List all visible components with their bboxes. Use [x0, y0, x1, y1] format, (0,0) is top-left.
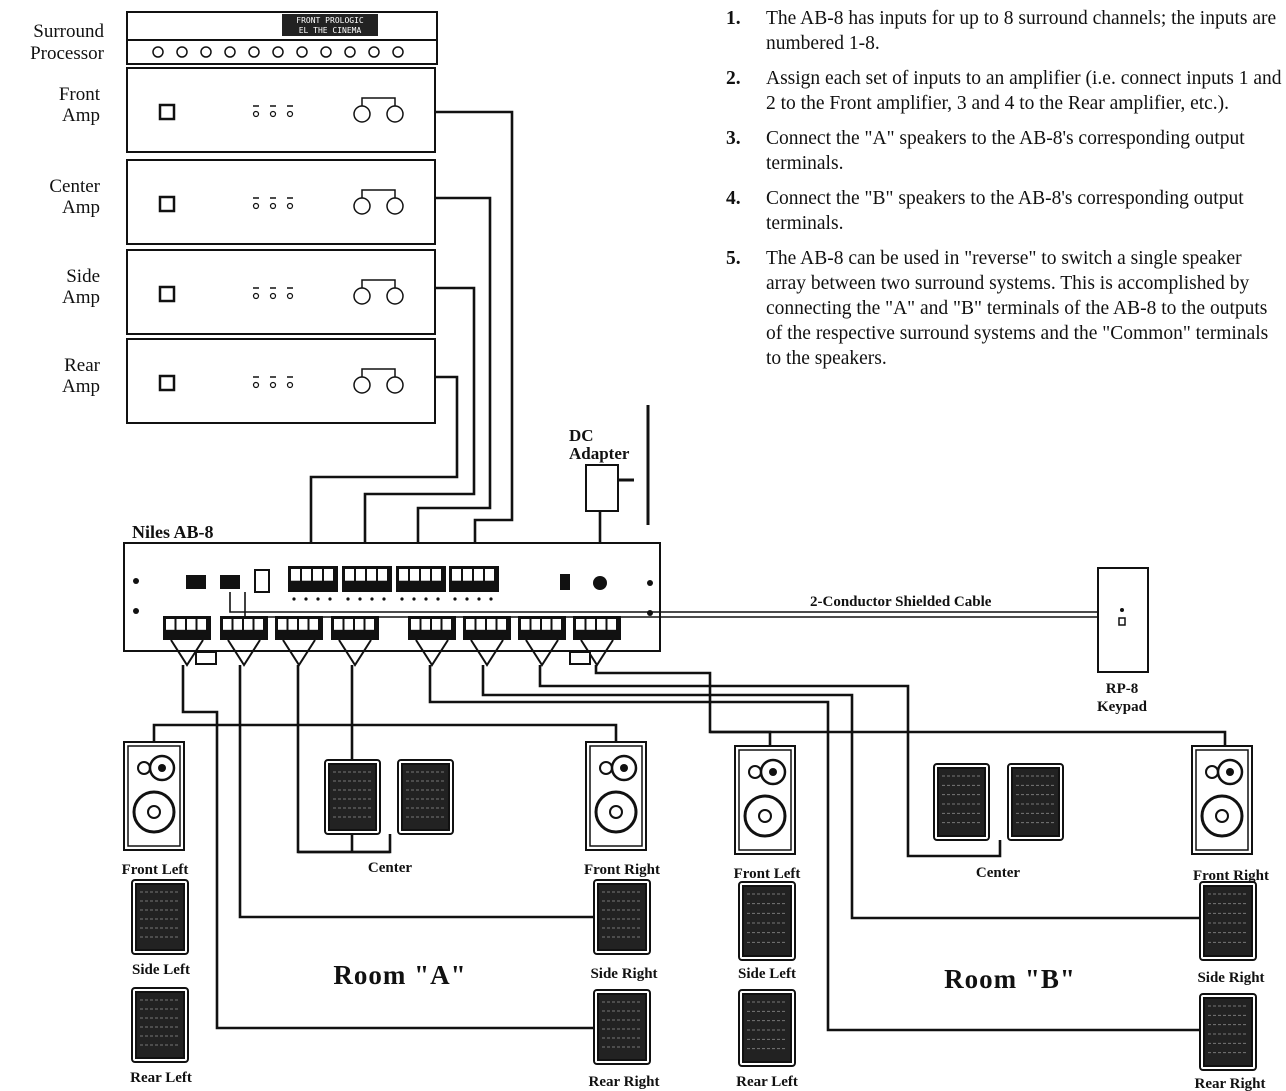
instruction-number: 1. — [726, 8, 741, 29]
room-b-side-right-label: Side Right — [1197, 970, 1264, 986]
cable-label: 2-Conductor Shielded Cable — [810, 594, 992, 610]
ab8-label: Niles AB-8 — [132, 522, 214, 542]
room-a-side-left-label: Side Left — [132, 962, 190, 978]
ab8-output-5 — [408, 616, 456, 640]
instruction-number: 2. — [726, 68, 741, 89]
room-b-front-right-speaker — [1191, 745, 1253, 855]
instruction-number: 3. — [726, 128, 741, 149]
room-b-front-left-label: Front Left — [734, 866, 801, 882]
amp-2 — [126, 249, 436, 335]
niles-ab8-switcher — [123, 542, 661, 667]
instruction-text: Assign each set of inputs to an amplifie… — [766, 68, 1282, 114]
room-a-front-right-speaker — [585, 741, 647, 851]
keypad-cable: 2-Conductor Shielded Cable — [229, 592, 1100, 618]
amp-3 — [126, 338, 436, 424]
instruction-number: 5. — [726, 248, 741, 269]
ab8-output-7 — [518, 616, 566, 640]
instruction-text: The AB-8 can be used in "reverse" to swi… — [766, 248, 1269, 369]
room-a-center-speaker-1 — [324, 759, 381, 835]
processor-display-line-2: EL THE CINEMA — [299, 26, 362, 35]
instruction-text: Connect the "A" speakers to the AB-8's c… — [766, 128, 1245, 174]
ab8-input-3 — [396, 566, 446, 592]
surround-processor: FRONT PROLOGIC EL THE CINEMA — [126, 11, 438, 65]
room-a-front-right-label: Front Right — [584, 862, 660, 878]
room-b-rear-left-speaker — [738, 989, 796, 1067]
instructions-list: 1. The AB-8 has inputs for up to 8 surrou… — [726, 6, 1286, 381]
instruction-5: 5. The AB-8 can be used in "reverse" to s… — [726, 246, 1286, 371]
room-b-front-left-speaker — [734, 745, 796, 855]
instruction-3: 3. Connect the "A" speakers to the AB-8's… — [726, 126, 1286, 176]
room-a-front-left-speaker — [123, 741, 185, 851]
room-a-center-speaker-2 — [397, 759, 454, 835]
room-a-center-label: Center — [368, 860, 412, 876]
room-b-front-right-label: Front Right — [1193, 868, 1269, 884]
room-a-rear-right-label: Rear Right — [589, 1074, 660, 1090]
amp-0 — [126, 67, 436, 153]
room-b-rear-right-speaker — [1199, 993, 1257, 1071]
instruction-text: Connect the "B" speakers to the AB-8's c… — [766, 188, 1244, 234]
amp-1 — [126, 159, 436, 245]
room-a-rear-left-speaker — [131, 987, 189, 1063]
room-a-title: Room "A" — [333, 960, 466, 990]
instruction-number: 4. — [726, 188, 741, 209]
room-b-rear-left-label: Rear Left — [736, 1074, 798, 1090]
room-b-title: Room "B" — [944, 964, 1076, 994]
room-b-wires — [428, 665, 1228, 1032]
ab8-input-2 — [342, 566, 392, 592]
room-a-side-left-speaker — [131, 879, 189, 955]
room-b-side-left-label: Side Left — [738, 966, 796, 982]
room-b-center-speaker-1 — [933, 763, 990, 841]
ab8-input-4 — [449, 566, 499, 592]
room-b-center-speaker-2 — [1007, 763, 1064, 841]
room-a-side-right-label: Side Right — [590, 966, 657, 982]
room-b-center-label: Center — [976, 865, 1020, 881]
room-a-rear-right-speaker — [593, 989, 651, 1065]
instruction-2: 2. Assign each set of inputs to an amplif… — [726, 66, 1286, 116]
ab8-output-6 — [463, 616, 511, 640]
room-a-wires — [152, 665, 626, 1030]
amp-to-ab8-wires — [309, 110, 514, 565]
ab8-output-8 — [573, 616, 621, 640]
instruction-1: 1. The AB-8 has inputs for up to 8 surrou… — [726, 6, 1286, 56]
processor-display-line-1: FRONT PROLOGIC — [296, 16, 364, 25]
instruction-text: The AB-8 has inputs for up to 8 surround… — [766, 8, 1277, 54]
ab8-output-3 — [275, 616, 323, 640]
room-a-side-right-speaker — [593, 879, 651, 955]
room-b-rear-right-label: Rear Right — [1195, 1076, 1266, 1091]
room-a-rear-left-label: Rear Left — [130, 1070, 192, 1086]
room-b-side-left-speaker — [738, 881, 796, 961]
instruction-4: 4. Connect the "B" speakers to the AB-8's… — [726, 186, 1286, 236]
room-b-side-right-speaker — [1199, 881, 1257, 961]
ab8-input-1 — [288, 566, 338, 592]
ab8-output-1 — [163, 616, 211, 640]
ab8-output-2 — [220, 616, 268, 640]
ab8-output-4 — [331, 616, 379, 640]
room-a-front-left-label: Front Left — [122, 862, 189, 878]
